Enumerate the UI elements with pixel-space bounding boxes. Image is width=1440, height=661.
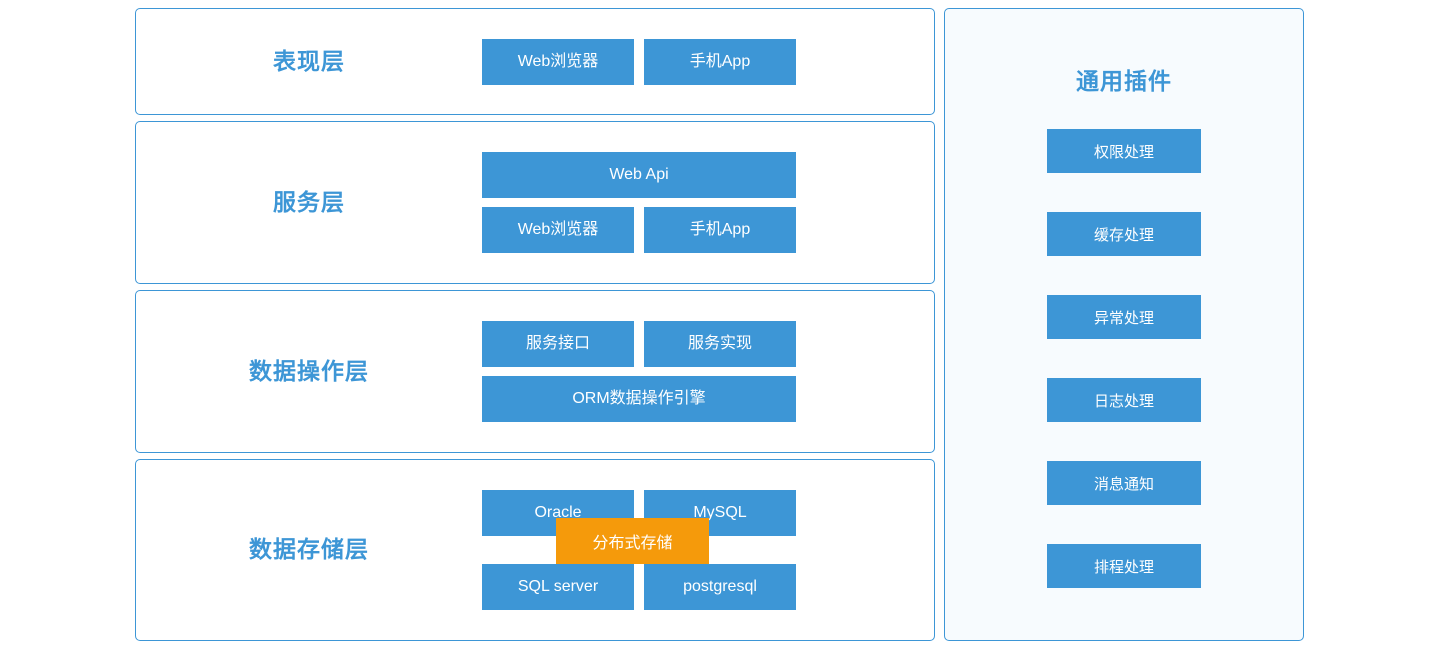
box-row: Web浏览器 手机App <box>482 38 796 85</box>
layer-panel-data-storage[interactable]: 数据存储层 Oracle MySQL SQL server postgresql… <box>135 459 935 641</box>
plugin-item-logging[interactable]: 日志处理 <box>1047 378 1201 422</box>
node-box-service-interface[interactable]: 服务接口 <box>482 321 634 367</box>
layer-label-data-storage: 数据存储层 <box>249 536 369 563</box>
layer-panel-presentation[interactable]: 表现层 Web浏览器 手机App <box>135 8 935 115</box>
layer-label-service: 服务层 <box>273 188 345 215</box>
layer-boxes-data-operation: 服务接口 服务实现 ORM数据操作引擎 <box>482 321 935 422</box>
plugin-panel-title: 通用插件 <box>1076 68 1172 94</box>
plugin-item-permission[interactable]: 权限处理 <box>1047 129 1201 173</box>
box-row: SQL server postgresql <box>482 564 796 610</box>
layer-label-presentation: 表现层 <box>273 47 345 74</box>
box-row: Web浏览器 手机App <box>482 207 796 253</box>
box-row: Web Api <box>482 152 796 198</box>
layer-label-data-operation: 数据操作层 <box>249 357 369 384</box>
layer-boxes-presentation: Web浏览器 手机App <box>482 38 935 85</box>
plugin-panel[interactable]: 通用插件 权限处理 缓存处理 异常处理 日志处理 消息通知 排程处理 <box>944 8 1304 641</box>
node-box-sql-server[interactable]: SQL server <box>482 564 634 610</box>
plugin-item-notification[interactable]: 消息通知 <box>1047 461 1201 505</box>
plugin-list: 权限处理 缓存处理 异常处理 日志处理 消息通知 排程处理 <box>1047 129 1201 588</box>
node-box-mobile-app[interactable]: 手机App <box>644 207 796 253</box>
box-row: ORM数据操作引擎 <box>482 376 796 422</box>
layer-boxes-data-storage: Oracle MySQL SQL server postgresql 分布式存储 <box>482 490 935 610</box>
node-box-web-browser[interactable]: Web浏览器 <box>482 207 634 253</box>
node-box-postgresql[interactable]: postgresql <box>644 564 796 610</box>
layer-boxes-service: Web Api Web浏览器 手机App <box>482 152 935 253</box>
node-box-web-api[interactable]: Web Api <box>482 152 796 198</box>
plugin-item-scheduling[interactable]: 排程处理 <box>1047 544 1201 588</box>
plugin-item-cache[interactable]: 缓存处理 <box>1047 212 1201 256</box>
box-row: 服务接口 服务实现 <box>482 321 796 367</box>
plugin-item-exception[interactable]: 异常处理 <box>1047 295 1201 339</box>
layer-stack: 表现层 Web浏览器 手机App 服务层 Web Api Web浏览器 手机Ap… <box>135 8 935 647</box>
storage-grid: Oracle MySQL SQL server postgresql 分布式存储 <box>482 490 796 610</box>
layer-panel-service[interactable]: 服务层 Web Api Web浏览器 手机App <box>135 121 935 284</box>
node-box-distributed-storage[interactable]: 分布式存储 <box>556 518 709 564</box>
layer-panel-data-operation[interactable]: 数据操作层 服务接口 服务实现 ORM数据操作引擎 <box>135 290 935 453</box>
node-box-mobile-app[interactable]: 手机App <box>644 38 796 85</box>
node-box-service-implementation[interactable]: 服务实现 <box>644 321 796 367</box>
node-box-web-browser[interactable]: Web浏览器 <box>482 38 634 85</box>
node-box-orm-engine[interactable]: ORM数据操作引擎 <box>482 376 796 422</box>
